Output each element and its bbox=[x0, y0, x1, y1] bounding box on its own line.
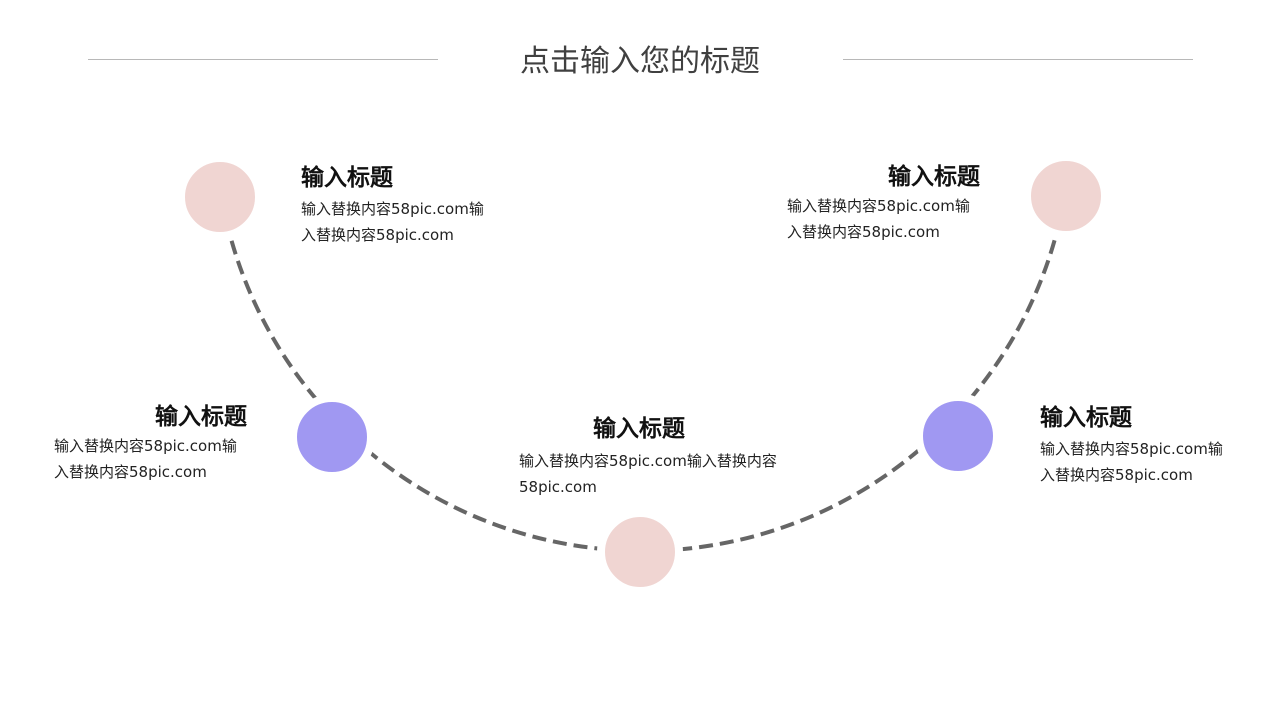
node-2 bbox=[289, 394, 375, 480]
item-5-text: 输入替换内容58pic.com输入替换内容58pic.com bbox=[787, 197, 970, 241]
item-4-text: 输入替换内容58pic.com输入替换内容58pic.com bbox=[1040, 440, 1223, 484]
item-1-text: 输入替换内容58pic.com输入替换内容58pic.com bbox=[301, 200, 484, 244]
item-3-text: 输入替换内容58pic.com输入替换内容58pic.com bbox=[519, 452, 777, 496]
node-3 bbox=[597, 509, 683, 595]
item-3-heading: 输入标题 bbox=[593, 416, 685, 442]
item-2-text: 输入替换内容58pic.com输入替换内容58pic.com bbox=[54, 437, 237, 481]
node-1 bbox=[177, 154, 263, 240]
page-title: 点击输入您的标题 bbox=[520, 44, 760, 79]
title-rule-left bbox=[88, 59, 438, 60]
item-4-heading: 输入标题 bbox=[1040, 405, 1132, 431]
node-4 bbox=[915, 393, 1001, 479]
title-rule-right bbox=[843, 59, 1193, 60]
item-5-heading: 输入标题 bbox=[888, 164, 980, 190]
node-5 bbox=[1023, 153, 1109, 239]
item-2-heading: 输入标题 bbox=[155, 404, 247, 430]
item-1-heading: 输入标题 bbox=[301, 165, 393, 191]
